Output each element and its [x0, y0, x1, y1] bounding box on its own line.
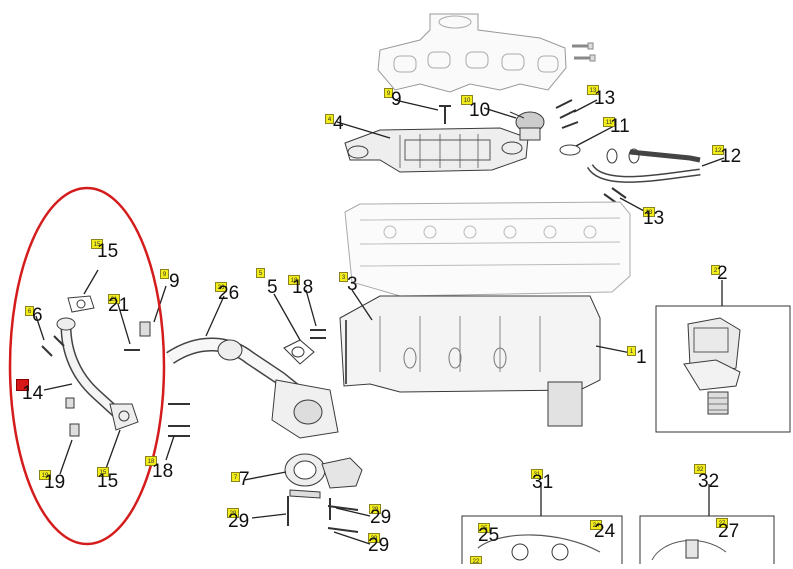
tag-22: 22: [470, 556, 482, 564]
egr-valve: [509, 111, 545, 141]
tag-32: 32: [694, 464, 706, 474]
callout-14: 14: [22, 383, 44, 404]
callout-12: 12: [720, 146, 742, 167]
tag-21: 21: [108, 294, 120, 304]
bolts-29: [287, 496, 359, 533]
tag-15b: 15: [97, 467, 109, 477]
callout-15a: 15: [97, 241, 119, 262]
callout-19: 19: [44, 472, 66, 493]
tag-29b: 29: [369, 504, 381, 514]
cylinder-head: [344, 201, 631, 297]
callout-6: 6: [32, 305, 43, 326]
intake-manifold: [339, 295, 601, 427]
callout-29a: 29: [228, 511, 250, 532]
tag-9b: 9: [160, 269, 169, 279]
callout-4: 4: [333, 113, 344, 134]
tag-4: 4: [325, 114, 334, 124]
callout-5: 5: [267, 277, 278, 298]
tag-29a: 29: [227, 508, 239, 518]
tag-25: 25: [478, 523, 490, 533]
callout-11: 11: [610, 116, 630, 137]
tag-1: 1: [627, 346, 636, 356]
tag-18b: 18: [145, 456, 157, 466]
callout-21: 21: [108, 295, 130, 316]
tag-26: 26: [215, 282, 227, 292]
callout-29b: 29: [370, 507, 392, 528]
callout-15b: 15: [97, 471, 119, 492]
tag-18a: 18: [288, 275, 300, 285]
tag-24: 24: [590, 520, 602, 530]
callout-32: 32: [698, 471, 720, 492]
callout-26: 26: [218, 283, 240, 304]
exhaust-tube: [166, 337, 339, 439]
detail-box-32: [639, 515, 775, 569]
tag-19: 19: [39, 470, 51, 480]
callout-24: 24: [594, 521, 616, 542]
callout-9b: 9: [169, 271, 180, 292]
sensor-detail-box: [655, 305, 791, 433]
tag-11: 11: [603, 117, 615, 127]
tag-13b: 13: [643, 207, 655, 217]
callout-27: 27: [718, 521, 740, 542]
tag-2: 2: [711, 265, 720, 275]
tag-7: 7: [231, 472, 240, 482]
tag-3: 3: [339, 272, 348, 282]
callout-13a: 13: [594, 88, 616, 109]
callout-10: 10: [469, 100, 491, 121]
callout-18a: 18: [292, 277, 314, 298]
tag-15a: 15: [91, 239, 103, 249]
tag-31: 31: [531, 469, 543, 479]
tag-13a: 13: [587, 85, 599, 95]
highlight-ellipse: [8, 186, 166, 546]
callout-7: 7: [239, 469, 250, 490]
callout-9: 9: [391, 89, 402, 110]
studs-18: [168, 329, 326, 437]
callout-3: 3: [347, 274, 358, 295]
tag-5: 5: [256, 268, 265, 278]
callout-1: 1: [636, 347, 647, 368]
egr-tube: [586, 148, 701, 183]
callout-18b: 18: [152, 461, 174, 482]
callout-25: 25: [478, 525, 500, 546]
tag-9: 9: [384, 88, 393, 98]
tag-6: 6: [25, 306, 34, 316]
tag-10: 10: [461, 95, 473, 105]
tag-14: [16, 379, 29, 391]
callout-2: 2: [717, 263, 728, 284]
egr-cooler: [344, 127, 529, 173]
throttle-body: [284, 453, 363, 499]
callout-13b: 13: [643, 208, 665, 229]
bolt-9: [439, 105, 451, 124]
callout-31: 31: [532, 472, 554, 493]
pipe-assembly-14: [41, 295, 151, 437]
tag-12: 12: [712, 145, 724, 155]
tag-29c: 29: [368, 533, 380, 543]
exhaust-manifold: [377, 13, 596, 93]
callout-29c: 29: [368, 535, 390, 556]
tag-27: 27: [716, 518, 728, 528]
